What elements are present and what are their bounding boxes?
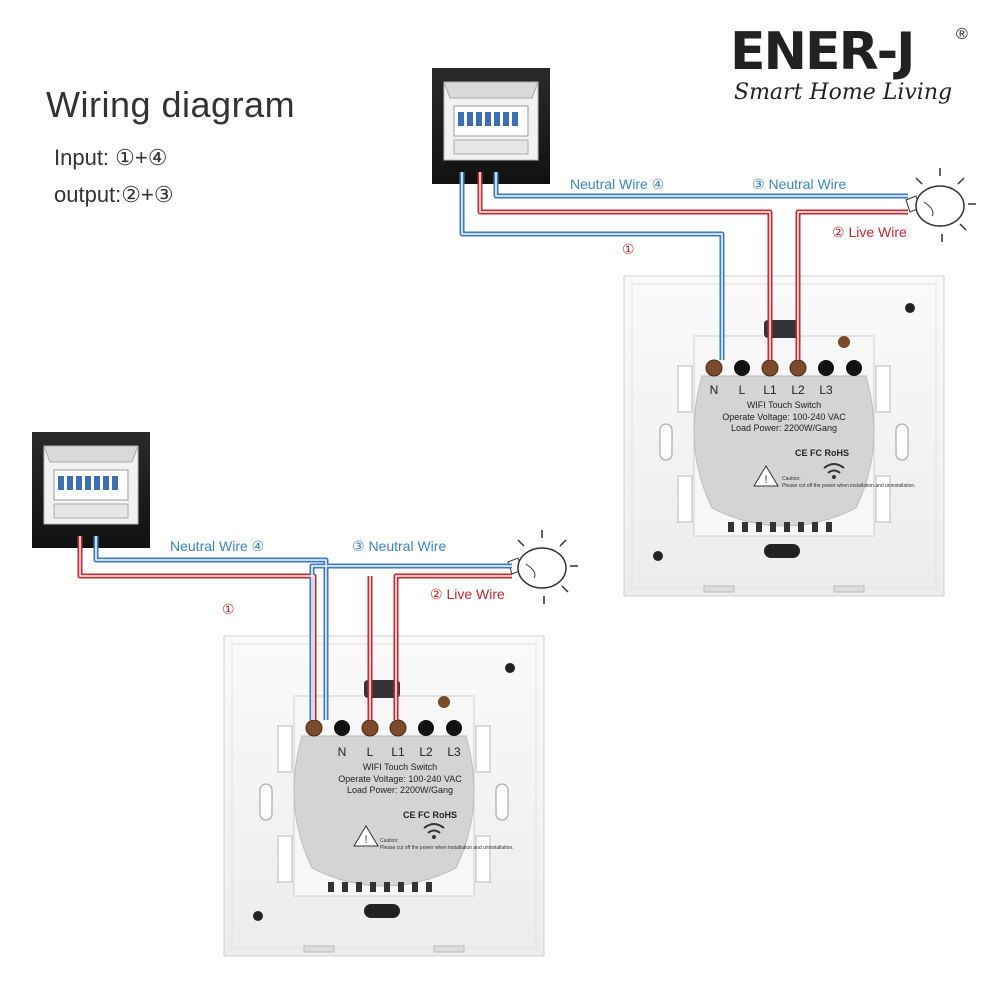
terminal-l1-bottom: L1 xyxy=(391,745,405,759)
voltage-label-bottom: Operate Voltage: 100-240 VAC xyxy=(338,774,462,784)
caution-text-bottom: Please cut off the power when installati… xyxy=(380,845,514,851)
switch-plate-bottom xyxy=(223,635,545,957)
load-label-top: Load Power: 2200W/Gang xyxy=(731,423,837,433)
caution-title-bottom: Caution: xyxy=(380,838,399,844)
label-marker-1-bottom: ① xyxy=(222,601,235,617)
terminal-n-bottom: N xyxy=(338,745,347,759)
switch-plate-top xyxy=(623,275,945,597)
distribution-board-top xyxy=(431,67,551,185)
terminal-n-top: N xyxy=(710,383,719,397)
label-neutral-3-top: ③ Neutral Wire xyxy=(752,176,846,192)
label-neutral-4-top: Neutral Wire ④ xyxy=(570,176,664,192)
load-label-bottom: Load Power: 2200W/Gang xyxy=(347,785,453,795)
voltage-label-top: Operate Voltage: 100-240 VAC xyxy=(722,412,846,422)
output-legend: output:②+③ xyxy=(54,182,174,207)
model-label-top: WIFI Touch Switch xyxy=(747,400,821,410)
label-live-2-top: ② Live Wire xyxy=(832,224,907,240)
terminal-l-bottom: L xyxy=(367,745,374,759)
label-neutral-4-bottom: Neutral Wire ④ xyxy=(170,538,264,554)
label-neutral-3-bottom: ③ Neutral Wire xyxy=(352,538,446,554)
terminal-l2-bottom: L2 xyxy=(419,745,433,759)
caution-title-top: Caution: xyxy=(782,476,801,482)
label-live-2-bottom: ② Live Wire xyxy=(430,586,505,602)
brand-tagline: Smart Home Living xyxy=(734,80,953,105)
terminal-l-top: L xyxy=(739,383,746,397)
diagram-title: Wiring diagram xyxy=(46,84,296,125)
terminal-l1-top: L1 xyxy=(763,383,777,397)
input-legend: Input: ①+④ xyxy=(54,145,168,170)
caution-text-top: Please cut off the power when installati… xyxy=(782,483,916,489)
brand-logo: ENER-J xyxy=(730,22,916,82)
certs-label-bottom: CE FC RoHS xyxy=(403,810,457,820)
registered-mark: ® xyxy=(956,26,968,43)
terminal-l3-top: L3 xyxy=(819,383,833,397)
certs-label-top: CE FC RoHS xyxy=(795,448,849,458)
model-label-bottom: WIFI Touch Switch xyxy=(363,762,437,772)
terminal-l2-top: L2 xyxy=(791,383,805,397)
light-bulb-bottom-icon xyxy=(507,529,579,605)
terminal-l3-bottom: L3 xyxy=(447,745,461,759)
label-marker-1-top: ① xyxy=(622,241,635,257)
distribution-board-bottom xyxy=(31,431,151,549)
light-bulb-top-icon xyxy=(905,167,977,243)
